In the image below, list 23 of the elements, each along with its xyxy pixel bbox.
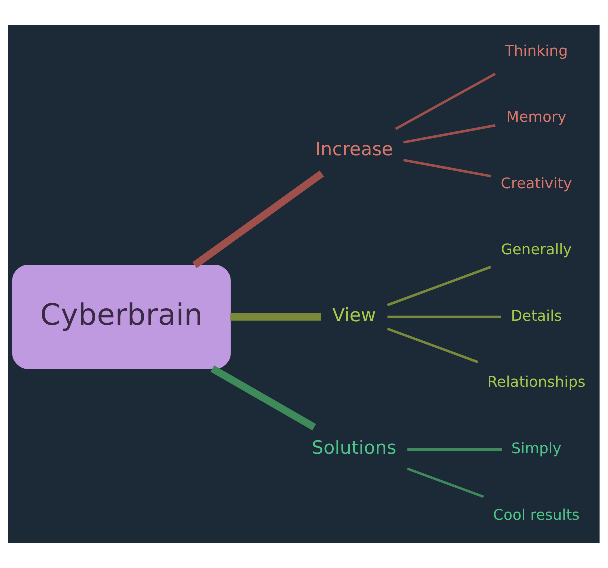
node-box: Cyberbrain <box>12 264 231 370</box>
connector <box>388 316 502 318</box>
connector <box>404 124 496 144</box>
node-text: Generally <box>501 242 572 259</box>
connector <box>408 448 502 451</box>
node-text: Creativity <box>500 175 572 192</box>
connector <box>395 73 496 130</box>
connector <box>407 468 484 498</box>
node-text: Solutions <box>312 438 397 460</box>
connector <box>230 313 322 321</box>
connector <box>387 266 492 306</box>
node-text: Cool results <box>493 506 580 524</box>
node-text: Memory <box>506 109 567 126</box>
node-text: Increase <box>315 140 394 161</box>
connector <box>192 170 324 268</box>
connector <box>404 159 492 178</box>
node-text: Details <box>511 308 562 325</box>
connector <box>387 328 478 364</box>
node-text: Thinking <box>505 42 568 60</box>
node-text: View <box>332 305 376 326</box>
connector <box>210 366 316 431</box>
node-text: Relationships <box>488 374 586 392</box>
node-text: Simply <box>512 440 562 458</box>
